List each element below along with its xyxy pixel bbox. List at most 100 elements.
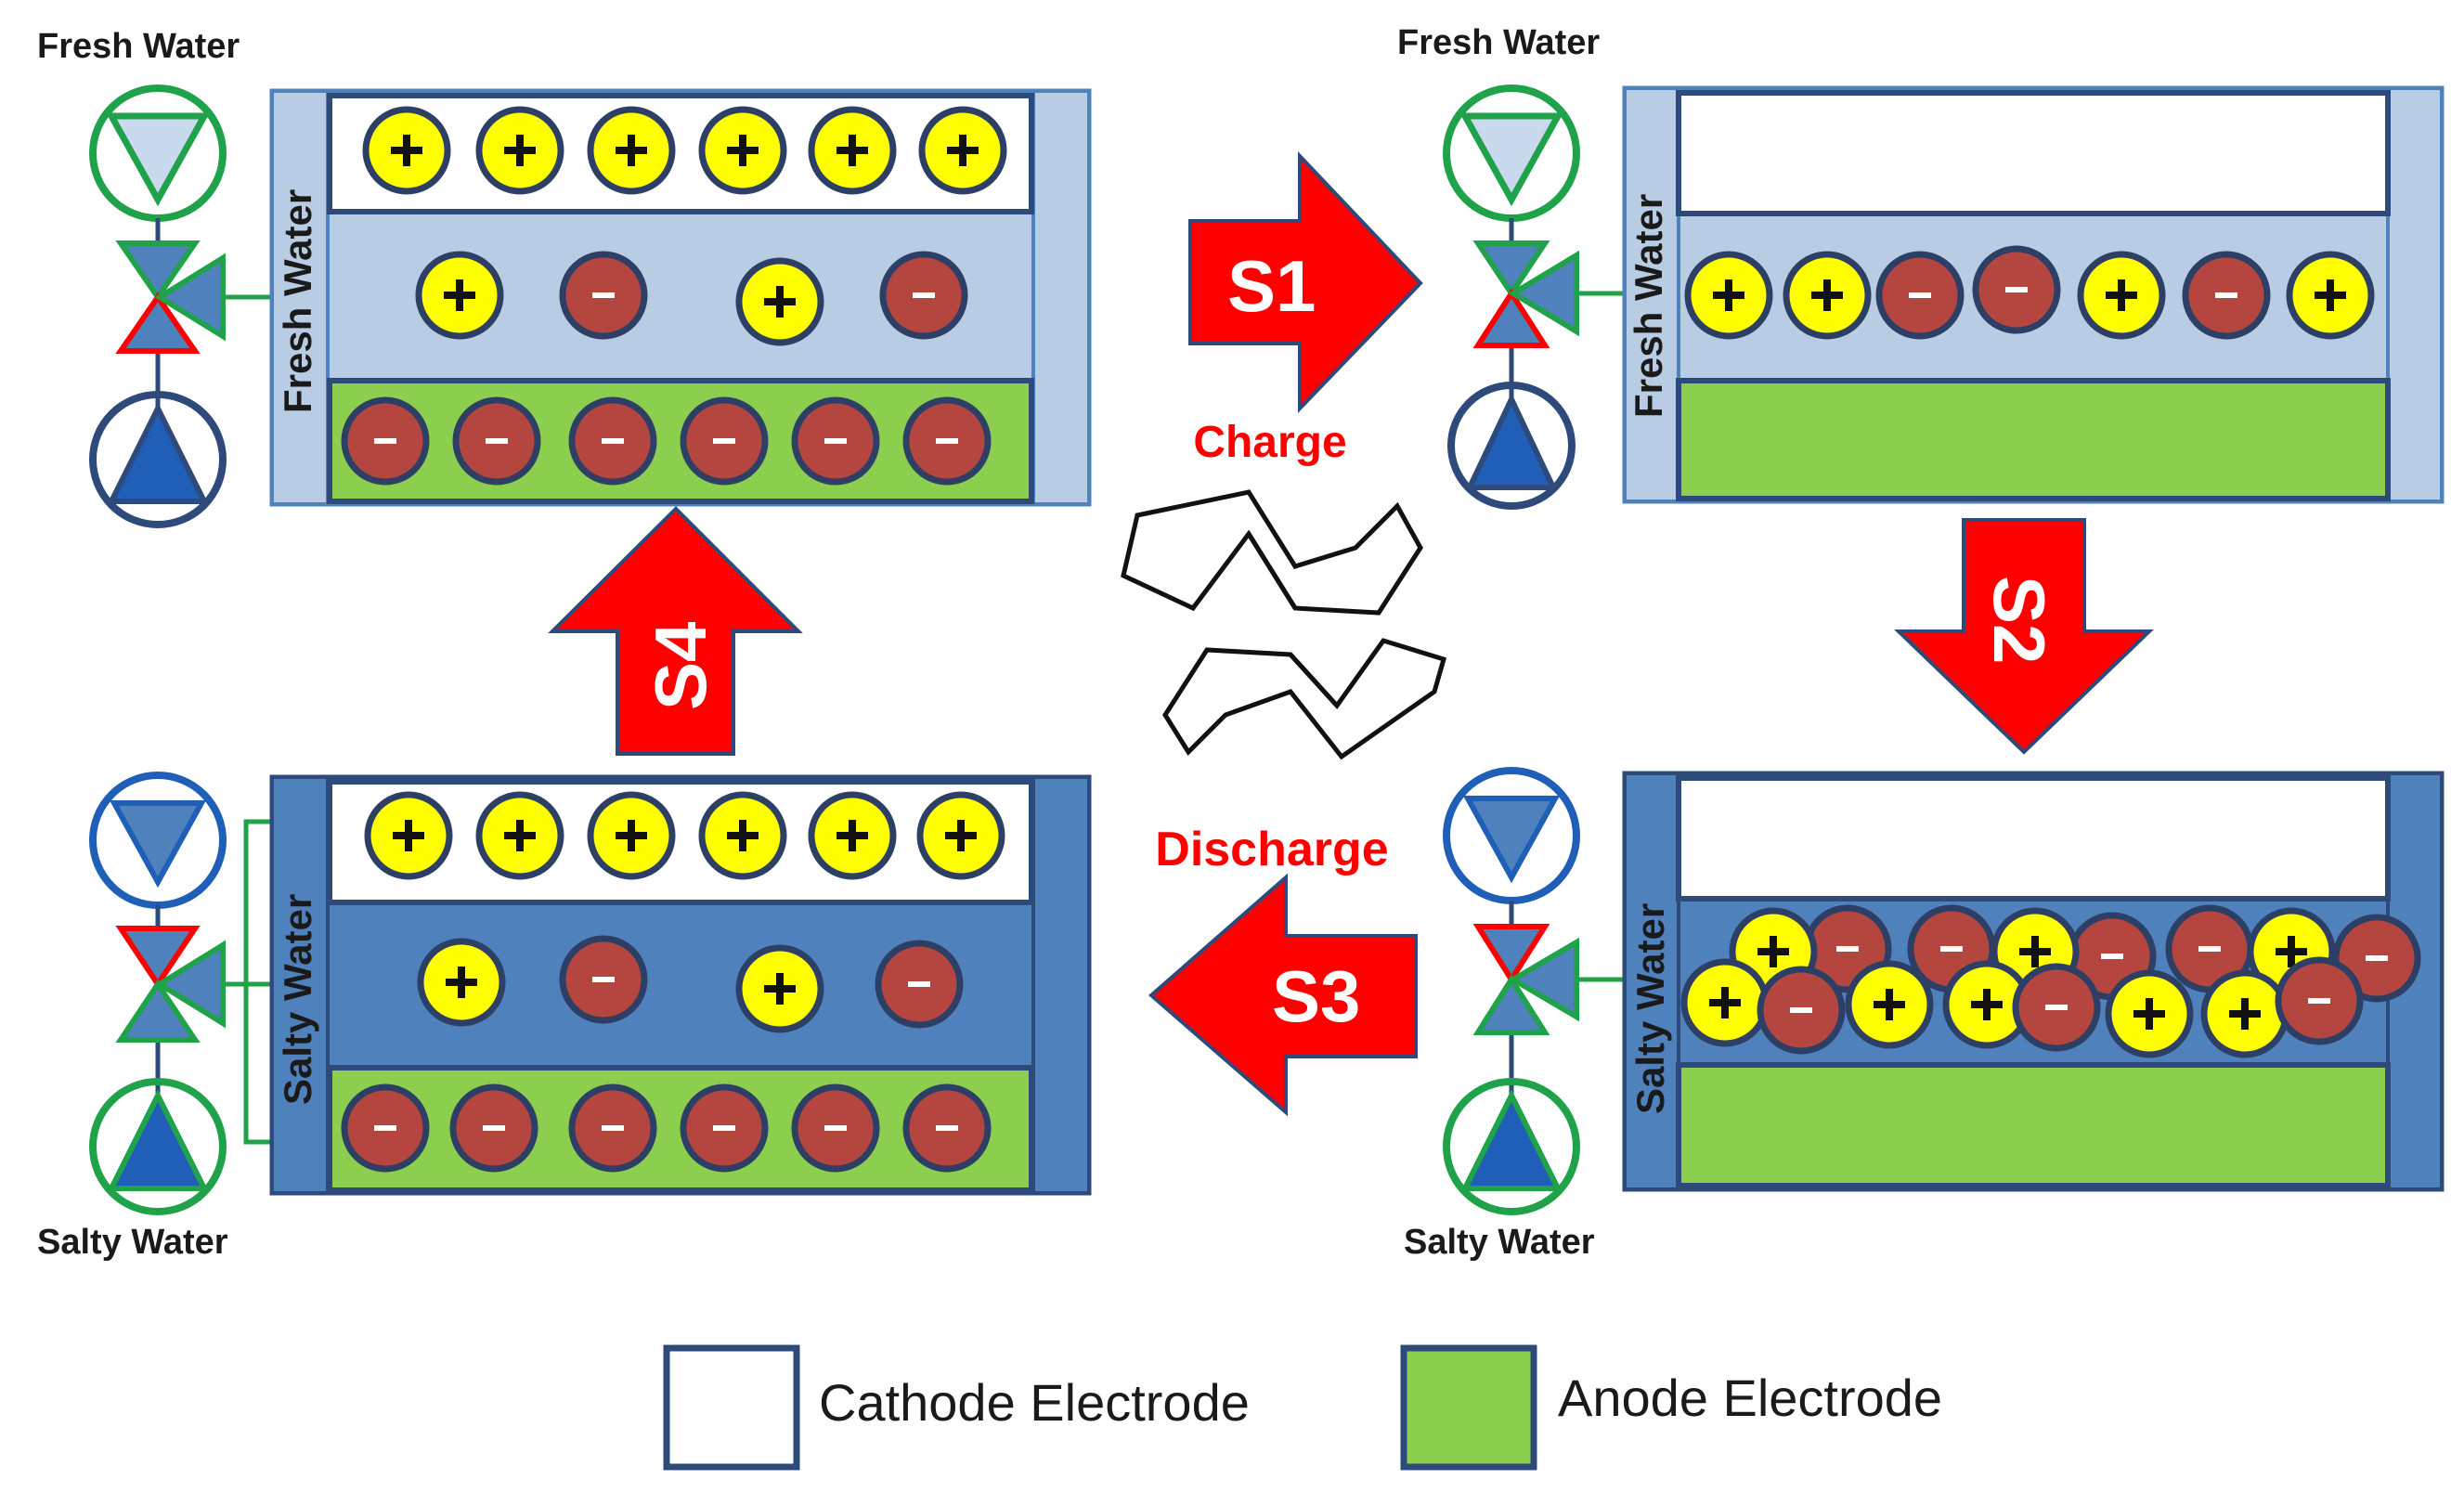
cathode-electrode (327, 93, 1034, 214)
negative-ion (883, 254, 965, 336)
positive-ion (702, 795, 784, 876)
legend-anode-label: Anode Electrode (1558, 1369, 1942, 1427)
valve-triangle-icon (1462, 796, 1561, 884)
cycle-symbol: Charge Discharge (1121, 418, 1447, 876)
recycle-fold-line (1289, 653, 1339, 707)
label-salty-water-bottom-right: Salty Water (1404, 1223, 1595, 1262)
negative-ion (563, 254, 644, 336)
outlet-triangle-icon (107, 402, 209, 504)
positive-ion (922, 110, 1004, 191)
valve-assembly-top-left (89, 84, 274, 528)
positive-ion (920, 795, 1002, 876)
anode-electrode (1676, 378, 2391, 501)
label-salty-water-bottom-left: Salty Water (37, 1223, 228, 1262)
cell-top-right: Fresh Water Fresh Water (1397, 23, 2445, 510)
recycle-arrow-top-icon (1121, 489, 1423, 616)
positive-ion (739, 948, 821, 1030)
arrow-s1: S1 (1188, 150, 1423, 413)
cell-left-wall (270, 775, 330, 1195)
negative-ion (344, 400, 426, 482)
negative-ion (906, 400, 988, 482)
negative-ion (1879, 254, 1961, 336)
cell-label-fresh: Fresh Water (276, 189, 319, 413)
outlet-triangle-icon (1465, 392, 1558, 490)
three-way-valve-bottom-icon (115, 292, 201, 354)
arrow-right-icon (1188, 150, 1423, 413)
recycle-fold-line (1246, 532, 1298, 610)
charge-label: Charge (1193, 418, 1346, 467)
negative-ion (878, 943, 960, 1025)
legend-cathode-swatch (663, 1344, 800, 1471)
negative-ion (1976, 249, 2057, 331)
negative-ion (2278, 960, 2360, 1042)
three-way-valve-top-icon (115, 240, 201, 303)
three-way-valve-bottom-icon (1472, 288, 1550, 348)
cell-right-wall (1031, 775, 1091, 1195)
cell-label-salty: Salty Water (276, 894, 319, 1105)
legend-cathode-label: Cathode Electrode (819, 1373, 1250, 1432)
arrow-up-icon (548, 506, 803, 756)
anode-electrode (1676, 1062, 2391, 1188)
positive-ion (479, 110, 561, 191)
label-fresh-water-top-right: Fresh Water (1397, 23, 1600, 62)
positive-ion (1688, 254, 1770, 336)
valve-assembly-bottom-right (1443, 767, 1627, 1215)
cell-left-wall (1623, 772, 1680, 1191)
positive-ion (2108, 973, 2190, 1055)
cell-bottom-left: Salty Water Salty Water (37, 772, 1092, 1262)
arrow-s4: S4 (548, 506, 803, 756)
cell-left-wall (270, 89, 330, 506)
arrow-down-icon (1894, 518, 2154, 755)
negative-ion (683, 400, 765, 482)
legend: Cathode Electrode Anode Electrode (663, 1344, 1942, 1471)
three-way-valve-top-icon (115, 926, 201, 990)
negative-ion (795, 400, 876, 482)
positive-ion (739, 261, 821, 343)
positive-ion (811, 110, 893, 191)
positive-ion (419, 254, 500, 336)
arrow-s3: S3 (1148, 873, 1418, 1117)
negative-ion (2016, 967, 2097, 1048)
negative-ion (572, 1087, 654, 1169)
step-label-s2: S2 (1978, 576, 2060, 664)
positive-ion (590, 110, 672, 191)
negative-ion (456, 400, 538, 482)
negative-ion (683, 1087, 765, 1169)
outlet-valve-icon (89, 391, 227, 528)
recycle-arrow-bottom-icon (1162, 638, 1447, 760)
positive-ion (702, 110, 784, 191)
negative-ion (572, 400, 654, 482)
valve-triangle-icon (1459, 112, 1563, 207)
step-label-s3: S3 (1272, 955, 1360, 1037)
positive-ion (366, 110, 447, 191)
outlet-valve-icon (89, 1078, 227, 1215)
valve-triangle-icon (106, 112, 210, 207)
positive-ion (1684, 962, 1766, 1044)
positive-ion (2081, 254, 2162, 336)
cell-left-wall (1623, 86, 1680, 503)
positive-ion (1848, 964, 1930, 1045)
legend-anode-swatch (1400, 1344, 1537, 1471)
cell-bottom-right: Salty Water Salty Water (1404, 767, 2445, 1262)
step-label-s4: S4 (640, 622, 721, 710)
outlet-triangle-icon (1460, 1089, 1563, 1191)
step-label-s1: S1 (1227, 245, 1316, 327)
outlet-valve-icon (1447, 382, 1576, 510)
positive-ion (479, 795, 561, 876)
negative-ion (795, 1087, 876, 1169)
positive-ion (2204, 973, 2286, 1055)
positive-ion (811, 795, 893, 876)
three-way-valve-bottom-icon (115, 979, 201, 1043)
label-fresh-water-top-left: Fresh Water (37, 27, 240, 66)
cell-label-salty: Salty Water (1628, 903, 1672, 1114)
negative-ion (563, 939, 644, 1020)
arrow-s2: S2 (1894, 518, 2154, 755)
discharge-label: Discharge (1155, 823, 1388, 876)
arrow-left-icon (1148, 873, 1418, 1117)
negative-ion (344, 1087, 426, 1169)
negative-ion (1760, 969, 1842, 1051)
positive-ion (421, 941, 502, 1023)
cell-right-wall (1031, 89, 1091, 506)
three-way-valve-top-icon (1472, 924, 1550, 985)
